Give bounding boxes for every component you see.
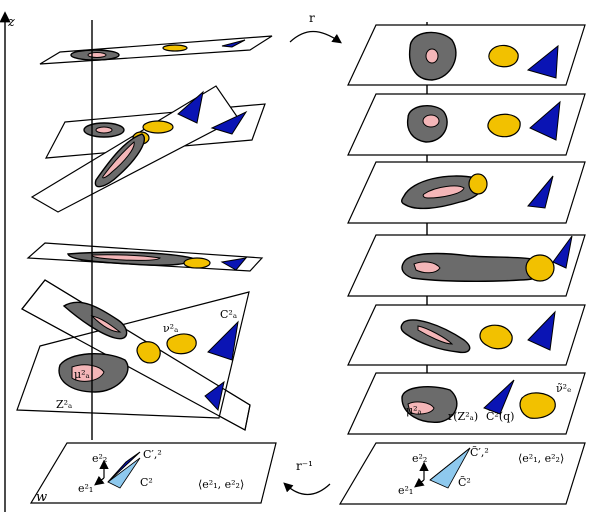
label-C-a-2: C²ₐ bbox=[220, 308, 237, 321]
right-plane-4 bbox=[347, 234, 586, 297]
label-C-prime-left: C′,² bbox=[143, 448, 162, 461]
left-plane-w: e²₂ e²₁ C′,² C² ⟨e²₁, e²₂⟩ w bbox=[29, 442, 277, 505]
label-nu-a-2: ν²ₐ bbox=[163, 322, 178, 335]
label-span-right: ⟨e²₁, e²₂⟩ bbox=[518, 452, 564, 465]
label-e2-right: e²₂ bbox=[412, 452, 427, 465]
label-e1-right: e²₁ bbox=[398, 484, 413, 497]
label-C-tilde-q: C̃²(q) bbox=[486, 410, 514, 423]
label-span-left: ⟨e²₁, e²₂⟩ bbox=[198, 478, 244, 491]
label-e1-left: e²₁ bbox=[78, 482, 93, 495]
label-nu-tilde-q: ν̃²ₑ bbox=[556, 382, 571, 395]
z-axis-label: z bbox=[7, 15, 15, 30]
label-Z-a-2: Z²ₐ bbox=[56, 398, 72, 411]
label-r-inverse: r⁻¹ bbox=[296, 459, 313, 473]
left-plane-middle bbox=[26, 242, 264, 272]
left-plane-pair bbox=[30, 85, 266, 213]
left-stack: C²ₐ ν²ₐ μ²ₐ Z²ₐ e²₂ e²₁ C′,² C² ⟨e²₁, e²… bbox=[16, 20, 277, 505]
label-r-Z-a-2: r(Z²ₐ) bbox=[448, 410, 478, 423]
left-plane-top bbox=[39, 35, 273, 65]
map-r: r bbox=[289, 11, 342, 44]
right-plane-1 bbox=[347, 24, 586, 86]
label-r: r bbox=[309, 11, 315, 25]
right-stack: μ²ₐ r(Z²ₐ) C̃²(q) ν̃²ₑ e²₂ e²₁ C̃′,² C̃²… bbox=[338, 22, 586, 505]
left-plane-lower-pair: C²ₐ ν²ₐ μ²ₐ Z²ₐ bbox=[16, 279, 251, 431]
right-plane-5 bbox=[347, 304, 586, 366]
label-C-tilde-right: C̃² bbox=[458, 476, 471, 489]
label-mu-a-2-left: μ²ₐ bbox=[74, 368, 90, 381]
label-e2-left: e²₂ bbox=[92, 452, 107, 465]
label-C2-left: C² bbox=[140, 476, 153, 489]
label-mu-a-2-right: μ²ₐ bbox=[406, 404, 422, 417]
right-plane-3 bbox=[347, 161, 586, 224]
right-plane-6: μ²ₐ r(Z²ₐ) C̃²(q) ν̃²ₑ bbox=[347, 372, 586, 435]
right-plane-w: e²₂ e²₁ C̃′,² C̃² ⟨e²₁, e²₂⟩ bbox=[338, 442, 586, 505]
label-w: w bbox=[36, 490, 47, 505]
z-axis: z bbox=[0, 11, 15, 512]
label-C-tilde-prime-right: C̃′,² bbox=[470, 446, 489, 459]
map-r-inverse: r⁻¹ bbox=[283, 459, 331, 496]
right-plane-2 bbox=[347, 93, 586, 156]
